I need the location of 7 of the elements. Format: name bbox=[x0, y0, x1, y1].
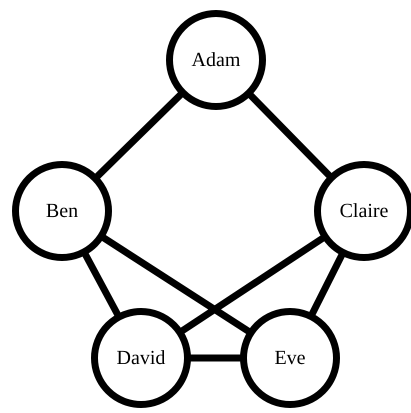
connector-line bbox=[93, 90, 185, 181]
node-label: Eve bbox=[274, 348, 306, 368]
connector-line bbox=[246, 91, 334, 180]
node-label: Claire bbox=[340, 201, 388, 221]
node-label: Adam bbox=[192, 50, 240, 70]
node-label: David bbox=[116, 348, 166, 368]
node-label: Ben bbox=[46, 201, 78, 221]
